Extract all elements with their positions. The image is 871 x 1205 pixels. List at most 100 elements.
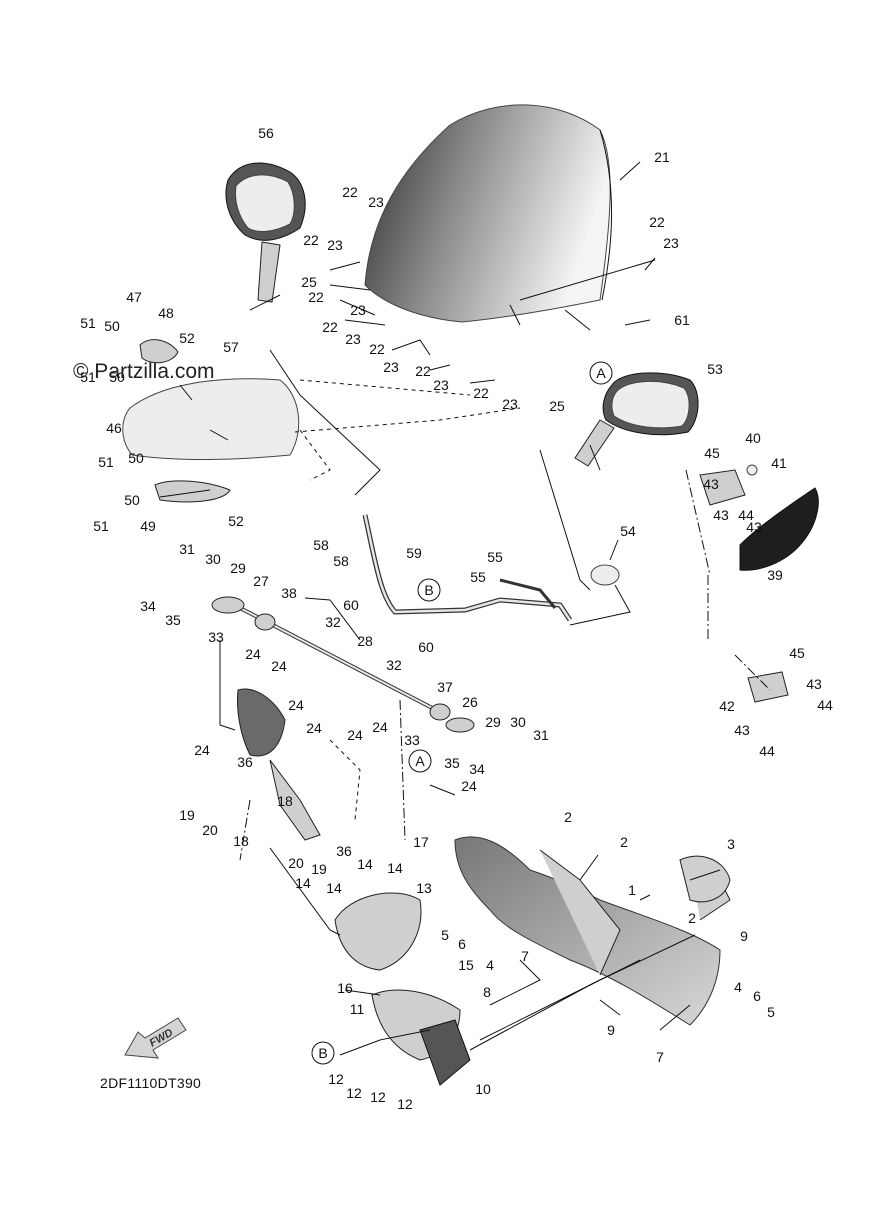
part-label: 4 bbox=[486, 957, 494, 973]
reference-letter: B bbox=[424, 582, 433, 598]
part-label: 22 bbox=[649, 214, 665, 230]
right-hardware-part bbox=[699, 464, 789, 703]
part-label: 30 bbox=[510, 714, 526, 730]
part-label: 34 bbox=[469, 761, 485, 777]
part-label: 19 bbox=[179, 807, 195, 823]
upper-bracket-part bbox=[237, 688, 321, 841]
reference-letter: A bbox=[415, 753, 425, 769]
part-label: 22 bbox=[308, 289, 324, 305]
part-label: 44 bbox=[759, 743, 775, 759]
part-label: 20 bbox=[288, 855, 304, 871]
part-label: 50 bbox=[104, 318, 120, 334]
part-label: 10 bbox=[475, 1081, 491, 1097]
part-label: 53 bbox=[707, 361, 723, 377]
right-mirror-part bbox=[574, 372, 699, 467]
part-label: 29 bbox=[230, 560, 246, 576]
part-label: 15 bbox=[458, 957, 474, 973]
left-hinge-part bbox=[139, 339, 231, 503]
part-label: 9 bbox=[740, 928, 748, 944]
part-label: 35 bbox=[165, 612, 181, 628]
part-label: 23 bbox=[345, 331, 361, 347]
left-cover-part bbox=[122, 378, 300, 461]
part-label: 34 bbox=[140, 598, 156, 614]
part-label: 22 bbox=[415, 363, 431, 379]
reference-circle bbox=[589, 361, 613, 385]
part-label: 45 bbox=[704, 445, 720, 461]
part-label: 49 bbox=[140, 518, 156, 534]
part-label: 51 bbox=[80, 315, 96, 331]
part-label: 30 bbox=[205, 551, 221, 567]
part-label: 5 bbox=[767, 1004, 775, 1020]
part-label: 33 bbox=[208, 629, 224, 645]
part-label: 51 bbox=[98, 454, 114, 470]
part-label: 44 bbox=[817, 697, 833, 713]
part-label: 19 bbox=[311, 861, 327, 877]
part-label: 29 bbox=[485, 714, 501, 730]
part-label: 22 bbox=[473, 385, 489, 401]
part-label: 43 bbox=[806, 676, 822, 692]
reference-markers: A A B B bbox=[311, 361, 613, 1065]
part-label: 24 bbox=[372, 719, 388, 735]
part-label: 58 bbox=[313, 537, 329, 553]
part-label: 24 bbox=[288, 697, 304, 713]
part-label: 56 bbox=[258, 125, 274, 141]
part-label: 50 bbox=[109, 369, 125, 385]
diagram-code: 2DF1110DT390 bbox=[100, 1075, 201, 1091]
main-frame-part bbox=[454, 836, 731, 1026]
part-label: 5 bbox=[441, 927, 449, 943]
part-label: 51 bbox=[80, 369, 96, 385]
part-label: 31 bbox=[533, 727, 549, 743]
part-label: 32 bbox=[386, 657, 402, 673]
part-label: 38 bbox=[281, 585, 297, 601]
part-label: 60 bbox=[343, 597, 359, 613]
part-label: 32 bbox=[325, 614, 341, 630]
part-label: 2 bbox=[688, 910, 696, 926]
part-label: 50 bbox=[128, 450, 144, 466]
reference-letter: B bbox=[318, 1045, 327, 1061]
part-label: 14 bbox=[295, 875, 311, 891]
part-label: 23 bbox=[327, 237, 343, 253]
part-label: 47 bbox=[126, 289, 142, 305]
part-label: 26 bbox=[462, 694, 478, 710]
part-label: 44 bbox=[738, 507, 754, 523]
part-label: 24 bbox=[461, 778, 477, 794]
part-label: 24 bbox=[306, 720, 322, 736]
part-label: 50 bbox=[124, 492, 140, 508]
part-label: 24 bbox=[347, 727, 363, 743]
part-label: 43 bbox=[703, 476, 719, 492]
part-label: 55 bbox=[487, 549, 503, 565]
part-label: 25 bbox=[301, 274, 317, 290]
part-label: 24 bbox=[194, 742, 210, 758]
part-label: 43 bbox=[746, 519, 762, 535]
part-label: 23 bbox=[368, 194, 384, 210]
part-label: 14 bbox=[387, 860, 403, 876]
part-label: 43 bbox=[734, 722, 750, 738]
part-label: 42 bbox=[719, 698, 735, 714]
part-label: 8 bbox=[483, 984, 491, 1000]
part-label: 17 bbox=[413, 834, 429, 850]
part-label: 6 bbox=[753, 988, 761, 1004]
part-label: 12 bbox=[397, 1096, 413, 1112]
part-label: 2 bbox=[620, 834, 628, 850]
part-label: 11 bbox=[350, 1001, 365, 1017]
part-label: 22 bbox=[303, 232, 319, 248]
part-label: 3 bbox=[727, 836, 735, 852]
part-label: 31 bbox=[179, 541, 195, 557]
part-label: 23 bbox=[383, 359, 399, 375]
construction-lines bbox=[239, 379, 771, 861]
part-label: 21 bbox=[654, 149, 670, 165]
part-label: 13 bbox=[416, 880, 432, 896]
part-label: 14 bbox=[326, 880, 342, 896]
part-label: 36 bbox=[237, 754, 253, 770]
part-label: 52 bbox=[228, 513, 244, 529]
stay-pipes-part bbox=[211, 514, 620, 733]
left-mirror-part bbox=[225, 162, 306, 303]
part-label: 45 bbox=[789, 645, 805, 661]
part-label: 39 bbox=[767, 567, 783, 583]
reference-letter: A bbox=[596, 365, 606, 381]
part-label: 7 bbox=[521, 948, 529, 964]
part-label: 43 bbox=[713, 507, 729, 523]
part-label: 57 bbox=[223, 339, 239, 355]
part-label: 52 bbox=[179, 330, 195, 346]
